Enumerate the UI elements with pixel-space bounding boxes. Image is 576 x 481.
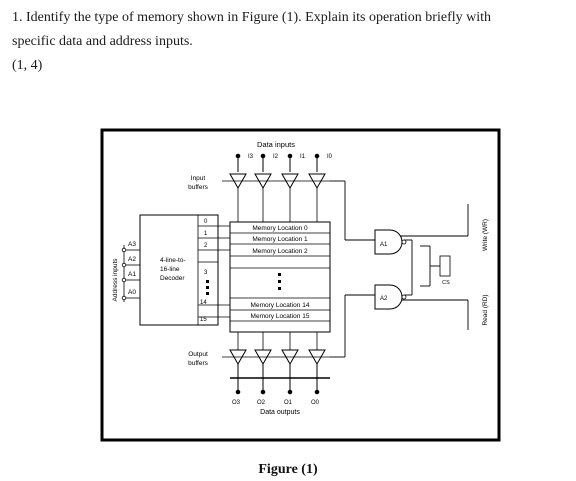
decoder-ellipsis-dots bbox=[206, 280, 209, 295]
data-input-i3: I3 bbox=[248, 154, 254, 160]
data-output-o3: O3 bbox=[232, 400, 241, 406]
data-input-i2: I2 bbox=[273, 154, 279, 160]
address-a2: A2 bbox=[128, 256, 136, 263]
memory-location-2: Memory Location 2 bbox=[252, 248, 308, 255]
data-output-o0: O0 bbox=[311, 400, 320, 406]
and-gate-write bbox=[374, 229, 403, 255]
write-label: Write (WR) bbox=[482, 219, 489, 251]
data-input-i0: I0 bbox=[327, 154, 333, 160]
memory-location-0: Memory Location 0 bbox=[252, 225, 308, 232]
decoder-label-2: 16-line bbox=[160, 266, 180, 273]
decoder-output-15: 15 bbox=[200, 317, 207, 323]
memory-location-14: Memory Location 14 bbox=[251, 302, 310, 309]
address-a3: A3 bbox=[128, 241, 136, 248]
data-input-i1: I1 bbox=[300, 154, 306, 160]
question-line-2: specific data and address inputs. bbox=[12, 34, 193, 49]
input-buffers-label-1: Input bbox=[191, 175, 206, 182]
read-label: Read (RD) bbox=[482, 294, 489, 325]
address-input-lines bbox=[121, 247, 140, 301]
memory-location-1: Memory Location 1 bbox=[252, 236, 308, 243]
question-text: 1. Identify the type of memory shown in … bbox=[12, 6, 564, 78]
output-buffers-label-2: buffers bbox=[188, 360, 209, 367]
question-marks: (1, 4) bbox=[12, 58, 43, 73]
input-buffers-label-2: buffers bbox=[188, 184, 209, 191]
data-outputs-label: Data outputs bbox=[260, 409, 300, 416]
decoder-output-3: 3 bbox=[204, 270, 208, 276]
decoder-label-3: Decoder bbox=[160, 275, 185, 282]
data-output-o1: O1 bbox=[284, 400, 293, 406]
address-inputs-label: Address inputs bbox=[112, 258, 119, 302]
output-bus-lines bbox=[237, 332, 318, 350]
data-input-pins bbox=[235, 153, 320, 172]
data-inputs-label: Data inputs bbox=[257, 140, 295, 149]
memory-row-lines bbox=[230, 232, 330, 322]
question-line-1: 1. Identify the type of memory shown in … bbox=[12, 10, 492, 25]
decoder-output-0: 0 bbox=[204, 219, 208, 225]
and-gate-write-bubble bbox=[401, 239, 407, 245]
and-gate-read bbox=[374, 284, 403, 310]
address-a0: A0 bbox=[128, 289, 136, 296]
cs-box bbox=[439, 255, 451, 277]
decoder-output-2: 2 bbox=[204, 243, 208, 249]
memory-ellipsis-dots bbox=[278, 273, 281, 290]
and-gate-read-bubble bbox=[401, 294, 407, 300]
figure-caption: Figure (1) bbox=[258, 462, 318, 477]
control-wiring bbox=[330, 180, 469, 358]
decoder-output-lines bbox=[198, 225, 230, 318]
decoder-label-1: 4-line-to- bbox=[160, 257, 186, 264]
decoder-output-14: 14 bbox=[200, 300, 207, 306]
cs-label: CS bbox=[442, 280, 450, 286]
decoder-block bbox=[139, 214, 219, 326]
memory-array bbox=[229, 221, 331, 333]
data-output-o2: O2 bbox=[257, 400, 266, 406]
address-a1: A1 bbox=[128, 271, 136, 278]
decoder-output-1: 1 bbox=[204, 231, 208, 237]
output-buffers-label-1: Output bbox=[188, 351, 208, 358]
gate-label-a2: A2 bbox=[380, 296, 388, 302]
memory-location-15: Memory Location 15 bbox=[251, 313, 310, 320]
input-bus-lines bbox=[237, 188, 318, 222]
gate-label-a1: A1 bbox=[380, 242, 388, 248]
